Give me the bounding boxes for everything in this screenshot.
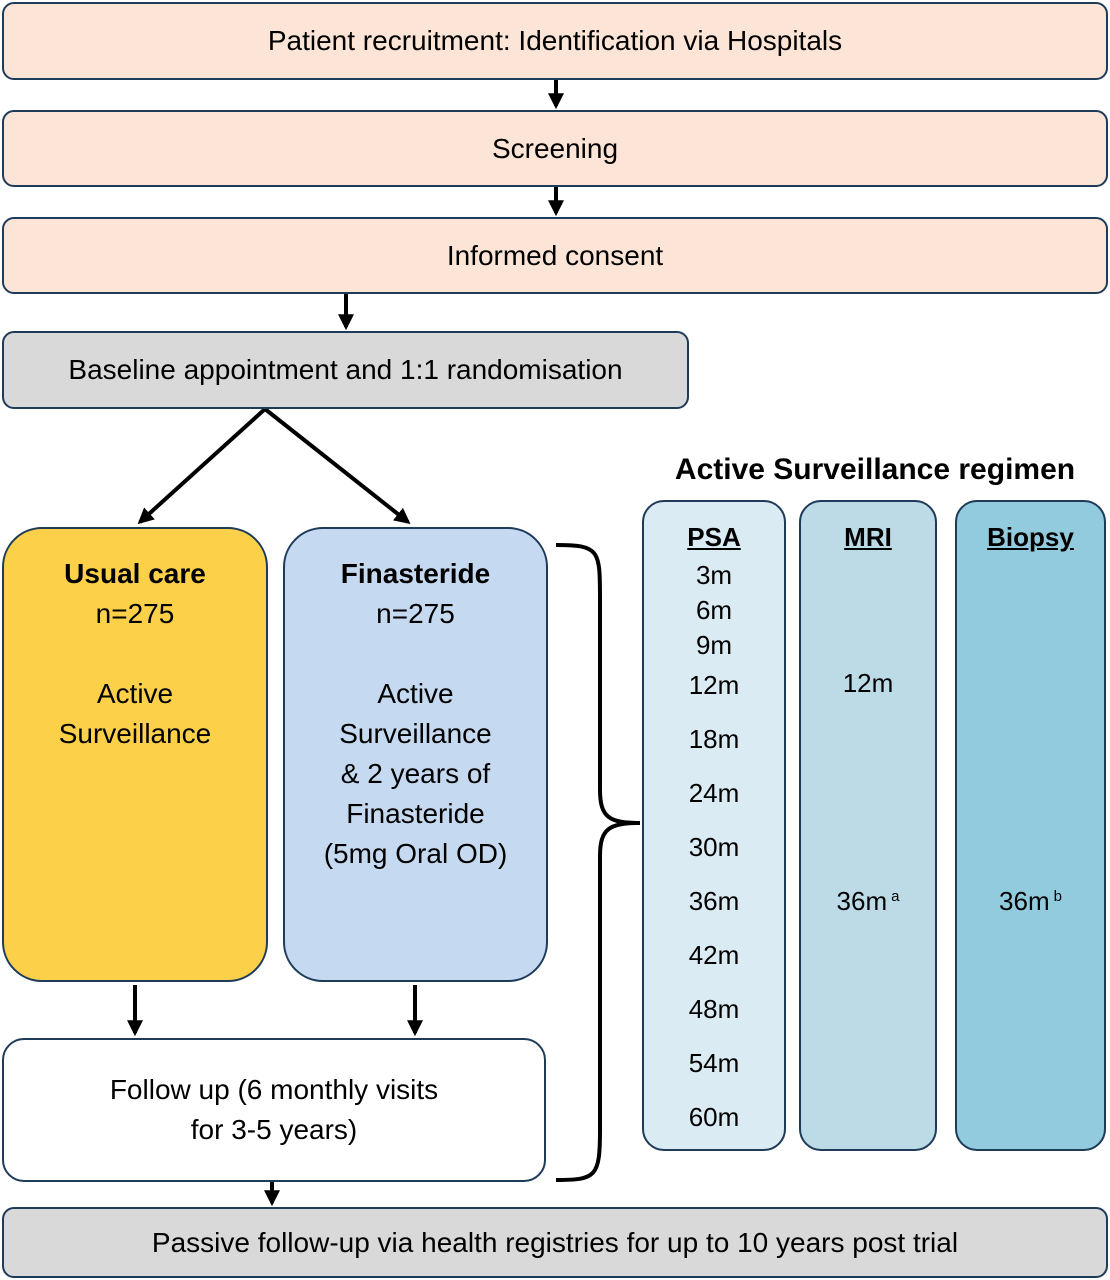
finasteride-desc-2: Surveillance [339, 718, 492, 749]
psa-item: 42m [688, 940, 740, 970]
biopsy-item-value: 36m [999, 886, 1050, 916]
biopsy-header: Biopsy [987, 522, 1074, 552]
psa-column: PSA 3m 6m 9m 12m 18m 24m 30m 36m 42m 48m… [642, 500, 786, 1151]
finasteride-title: Finasteride [340, 558, 491, 589]
psa-item: 36m [688, 886, 740, 916]
spacer [285, 634, 546, 674]
recruitment-box: Patient recruitment: Identification via … [2, 2, 1108, 80]
finasteride-n: n=275 [376, 598, 455, 629]
followup-label-1: Follow up (6 monthly visits [109, 1074, 439, 1105]
consent-box: Informed consent [2, 217, 1108, 294]
psa-item: 3m [695, 560, 733, 590]
psa-item: 12m [688, 670, 740, 700]
usual-care-title: Usual care [64, 558, 206, 589]
psa-item: 48m [688, 994, 740, 1024]
psa-item: 9m [695, 630, 733, 660]
psa-header: PSA [687, 522, 741, 552]
psa-item: 54m [688, 1048, 740, 1078]
consent-label: Informed consent [446, 239, 664, 271]
psa-item: 30m [688, 832, 740, 862]
finasteride-arm: Finasteride n=275 Active Surveillance & … [283, 527, 548, 982]
baseline-box: Baseline appointment and 1:1 randomisati… [2, 331, 689, 409]
psa-item: 18m [688, 724, 740, 754]
mri-item: 12m [842, 668, 894, 698]
spacer [4, 634, 266, 674]
finasteride-desc-3: & 2 years of [340, 758, 491, 789]
curly-brace [555, 543, 641, 1182]
usual-care-n: n=275 [95, 598, 175, 629]
usual-care-arm: Usual care n=275 Active Surveillance [2, 527, 268, 982]
finasteride-desc-1: Active [377, 678, 454, 709]
finasteride-desc-4: Finasteride [346, 798, 485, 829]
followup-label-2: for 3-5 years) [190, 1114, 358, 1145]
biopsy-footnote: b [1053, 888, 1062, 905]
screening-box: Screening [2, 110, 1108, 187]
arrow-baseline-usual-care [137, 407, 267, 525]
mri-footnote: a [891, 888, 900, 905]
passive-followup-label: Passive follow-up via health registries … [151, 1226, 959, 1258]
psa-item: 6m [695, 595, 733, 625]
usual-care-desc-2: Surveillance [58, 718, 212, 749]
mri-header: MRI [844, 522, 892, 552]
mri-item-value: 36m [836, 886, 888, 916]
usual-care-desc-1: Active [96, 678, 174, 709]
followup-box: Follow up (6 monthly visits for 3-5 year… [2, 1038, 546, 1182]
passive-followup-box: Passive follow-up via health registries … [2, 1207, 1108, 1278]
recruitment-label: Patient recruitment: Identification via … [267, 25, 843, 56]
regimen-title: Active Surveillance regimen [674, 453, 1076, 486]
finasteride-desc-5: (5mg Oral OD) [323, 838, 508, 869]
arrow-baseline-finasteride [263, 407, 411, 524]
psa-item: 24m [688, 778, 740, 808]
baseline-label: Baseline appointment and 1:1 randomisati… [68, 354, 623, 385]
screening-label: Screening [491, 132, 619, 164]
psa-item: 60m [688, 1102, 740, 1132]
